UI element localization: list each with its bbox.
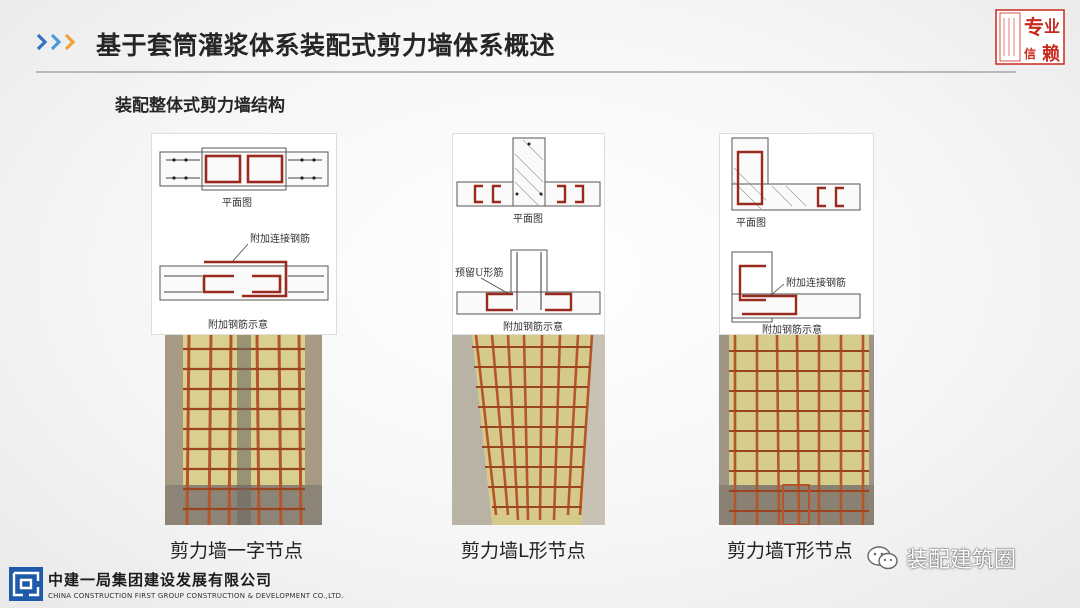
chevron-right-icon [64,33,76,51]
wechat-icon [867,546,898,570]
l-joint-drawing: 平面图 预留U形筋 附加钢筋示意 [452,133,605,335]
plan-view-label: 平面图 [513,213,543,225]
company-name-cn: 中建一局集团建设发展有限公司 [48,571,273,589]
straight-joint-photo [165,335,322,525]
t-joint-drawing: 平面图 附加连接钢筋 附加钢筋示意 [719,133,874,336]
chevron-right-icon [50,33,62,51]
wechat-watermark: 装配建筑圈 [866,542,1016,574]
header-divider [36,71,1016,73]
schematic-label: 附加钢筋示意 [503,320,563,333]
rebar-note-label: 附加连接钢筋 [786,276,846,289]
cscec-logo [9,567,43,601]
schematic-label: 附加钢筋示意 [208,318,268,331]
chevron-right-icon [36,33,48,51]
svg-text:业: 业 [1044,17,1060,36]
rebar-note-label: 预留U形筋 [455,266,503,279]
straight-joint-drawing: 平面图 附加连接钢筋 附加钢筋示意 [151,133,337,335]
plan-view-label: 平面图 [736,217,766,229]
l-joint-detail-svg: 平面图 预留U形筋 附加钢筋示意 [455,137,601,333]
caption-l-joint: 剪力墙L形节点 [461,540,586,562]
caption-straight-joint: 剪力墙一字节点 [170,540,304,562]
straight-joint-detail-svg: 平面图 附加连接钢筋 附加钢筋示意 [159,147,329,331]
rebar-cage-photo-svg [165,335,322,525]
professional-seal-logo: 专 业 信 赖 [995,9,1065,65]
rebar-cage-photo-svg [452,335,605,525]
svg-text:信: 信 [1024,46,1036,61]
t-joint-photo [719,335,874,525]
rebar-note-label: 附加连接钢筋 [250,232,310,245]
company-name-en: CHINA CONSTRUCTION FIRST GROUP CONSTRUCT… [48,592,344,600]
rebar-cage-photo-svg [719,335,874,525]
section-subtitle: 装配整体式剪力墙结构 [115,96,285,116]
t-joint-detail-svg: 平面图 附加连接钢筋 附加钢筋示意 [731,137,861,336]
l-joint-photo [452,335,605,525]
schematic-label: 附加钢筋示意 [762,323,822,334]
svg-text:专: 专 [1024,15,1044,39]
svg-text:赖: 赖 [1042,43,1060,65]
watermark-text: 装配建筑圈 [906,548,1017,573]
caption-t-joint: 剪力墙T形节点 [727,540,853,562]
header-chevrons [36,33,78,51]
page-title: 基于套筒灌浆体系装配式剪力墙体系概述 [96,31,556,60]
plan-view-label: 平面图 [222,197,252,209]
